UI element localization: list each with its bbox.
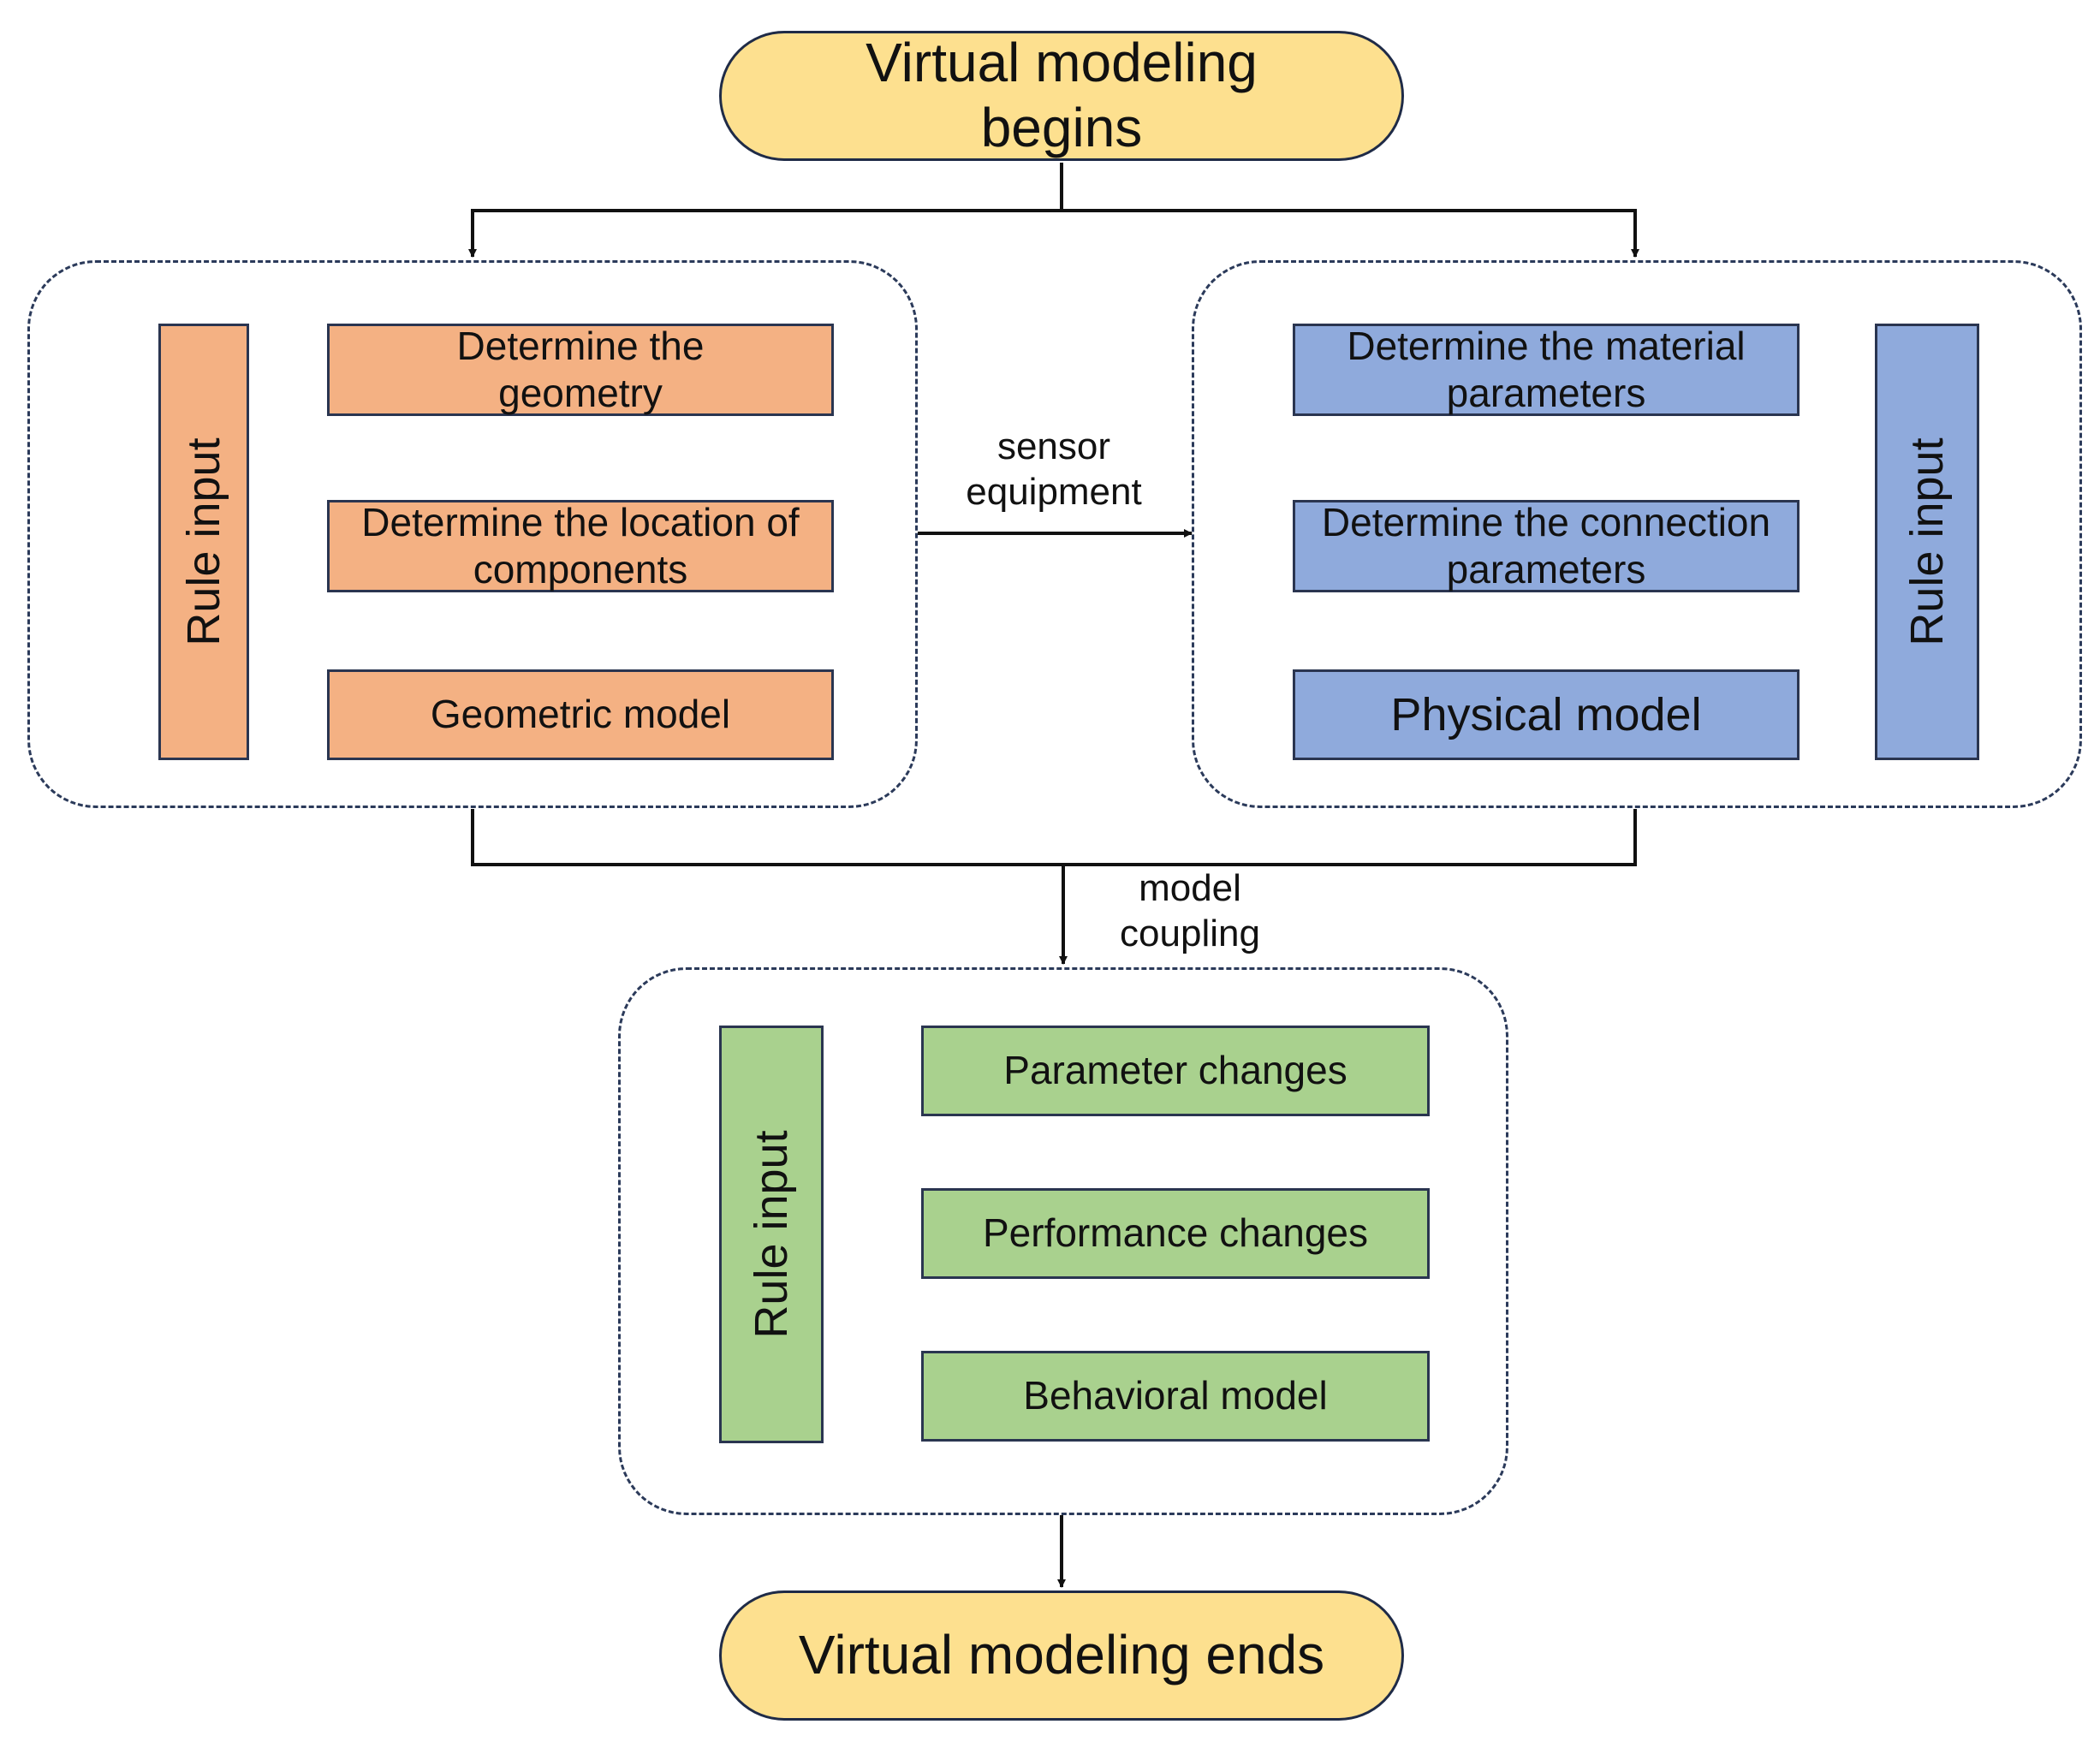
determine-location-box: Determine the location of components xyxy=(327,500,834,592)
geometry-group xyxy=(27,260,918,808)
behavior-group xyxy=(618,967,1508,1515)
geometry-rule-label: Rule input xyxy=(178,437,229,646)
behavior-rule-input: Rule input xyxy=(719,1026,824,1443)
performance-changes-label: Performance changes xyxy=(982,1210,1369,1256)
merge-connector xyxy=(471,809,1637,866)
connection-parameters-box: Determine the connection parameters xyxy=(1293,500,1800,592)
determine-geometry-label: Determine the geometry xyxy=(456,323,705,415)
model-coupling-label: model coupling xyxy=(1120,867,1260,954)
behavioral-model-box: Behavioral model xyxy=(921,1351,1430,1442)
determine-location-label: Determine the location of components xyxy=(361,499,800,592)
split-connector xyxy=(468,163,1063,258)
start-label: Virtual modeling begins xyxy=(866,32,1258,158)
physical-rule-input: Rule input xyxy=(1875,324,1979,760)
parameter-changes-label: Parameter changes xyxy=(1003,1048,1347,1093)
parameter-changes-box: Parameter changes xyxy=(921,1026,1430,1116)
physical-group xyxy=(1192,260,2082,808)
performance-changes-box: Performance changes xyxy=(921,1188,1430,1279)
geometric-model-label: Geometric model xyxy=(430,692,731,737)
physical-model-label: Physical model xyxy=(1390,688,1702,740)
determine-geometry-box: Determine the geometry xyxy=(327,324,834,416)
connection-parameters-label: Determine the connection parameters xyxy=(1321,499,1771,592)
geometric-model-box: Geometric model xyxy=(327,669,834,760)
material-parameters-label: Determine the material parameters xyxy=(1347,323,1746,415)
physical-rule-label: Rule input xyxy=(1901,437,1953,646)
split-connector-right xyxy=(1062,209,1639,258)
material-parameters-box: Determine the material parameters xyxy=(1293,324,1800,416)
sensor-equipment-label: sensor equipment xyxy=(966,425,1142,513)
physical-model-box: Physical model xyxy=(1293,669,1800,760)
end-terminal: Virtual modeling ends xyxy=(719,1590,1404,1721)
end-label: Virtual modeling ends xyxy=(798,1624,1325,1686)
start-terminal: Virtual modeling begins xyxy=(719,31,1404,161)
behavioral-model-label: Behavioral model xyxy=(1023,1373,1328,1418)
geometry-rule-input: Rule input xyxy=(158,324,249,760)
behavior-rule-label: Rule input xyxy=(746,1130,797,1339)
